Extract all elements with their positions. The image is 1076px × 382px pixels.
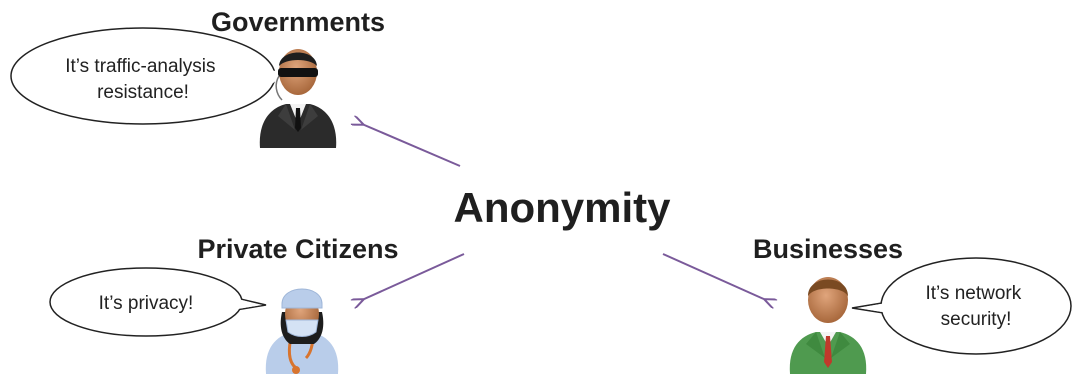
governments-label: Governments <box>211 7 385 37</box>
citizens-group: Private Citizens It’s privacy! <box>49 234 399 374</box>
citizens-quote: It’s privacy! <box>99 293 194 314</box>
citizens-label: Private Citizens <box>197 234 398 264</box>
businesses-label: Businesses <box>753 234 903 264</box>
arrow-to-governments <box>362 124 461 167</box>
doctor-icon <box>265 288 339 374</box>
governments-group: Governments It’s traffic-analysis resist… <box>10 7 385 148</box>
center-title: Anonymity <box>453 184 671 231</box>
arrow-to-citizens <box>362 253 465 300</box>
businesses-group: Businesses It’s network security! <box>753 234 1072 374</box>
secret-agent-icon <box>259 49 337 148</box>
governments-speech-bubble: It’s traffic-analysis resistance! <box>10 27 284 125</box>
governments-quote-line-2: resistance! <box>97 82 189 103</box>
businesses-quote: It’s network security! <box>925 283 1026 330</box>
businesses-quote-line-2: security! <box>941 309 1012 330</box>
governments-quote-line-1: It’s traffic-analysis <box>65 56 215 77</box>
businesses-quote-line-1: It’s network <box>925 283 1021 304</box>
arrows <box>362 124 766 300</box>
citizens-speech-bubble: It’s privacy! <box>49 267 267 337</box>
governments-quote: It’s traffic-analysis resistance! <box>65 56 221 103</box>
businesses-speech-bubble: It’s network security! <box>851 257 1072 355</box>
arrow-to-businesses <box>662 253 766 300</box>
businessman-icon <box>789 277 867 374</box>
